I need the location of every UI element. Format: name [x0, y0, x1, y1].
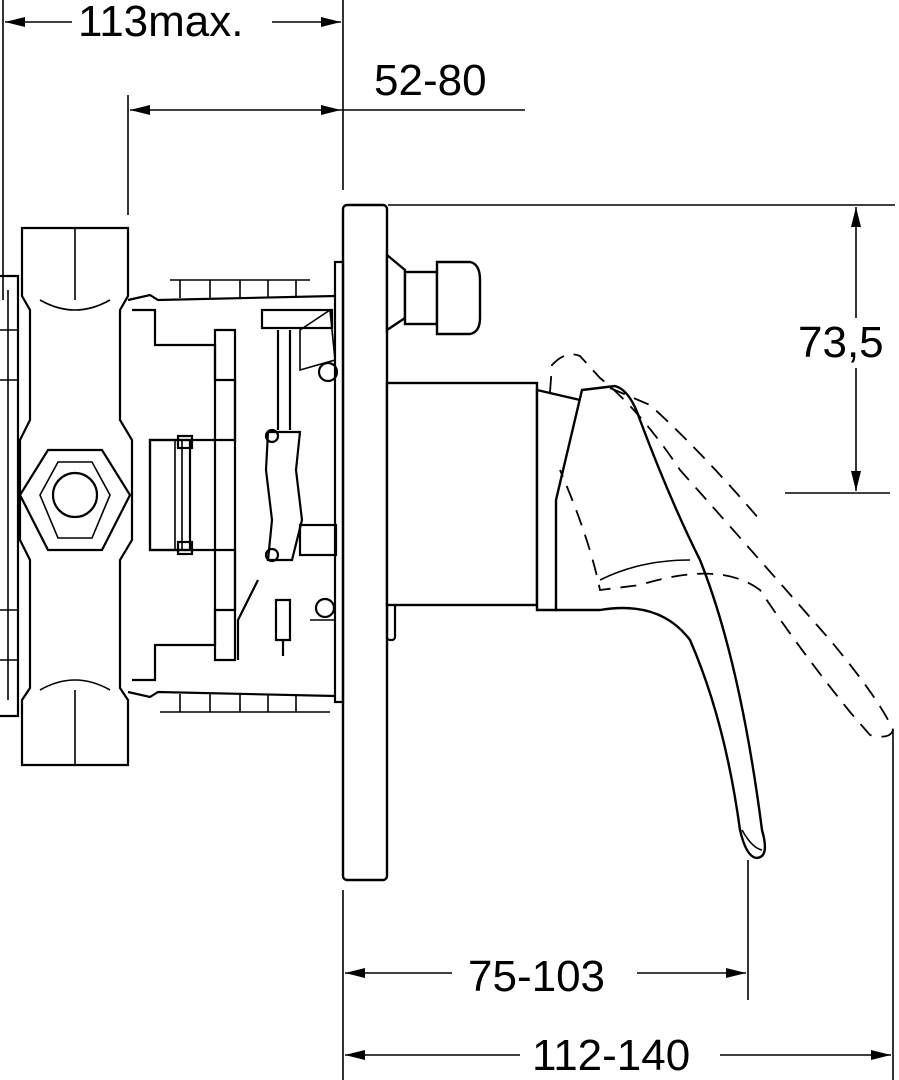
- top-ribs: [170, 279, 310, 298]
- dimension-height: 73,5: [798, 207, 884, 491]
- dim-label-lever-reach: 75-103: [468, 952, 605, 1001]
- dimension-wall-range: 52-80: [130, 56, 525, 115]
- dim-label-total-reach: 112-140: [532, 1031, 690, 1080]
- dimension-total-reach: 112-140: [345, 1031, 891, 1080]
- diverter-knob: [385, 252, 482, 336]
- dimension-lever-reach: 75-103: [345, 952, 746, 1001]
- cartridge-mechanism: [127, 279, 339, 713]
- dim-label-height: 73,5: [798, 318, 884, 367]
- dim-label-depth-max: 113max.: [78, 0, 244, 46]
- dim-label-wall-range: 52-80: [374, 56, 487, 105]
- lever-handle: [385, 353, 894, 860]
- dimension-depth-max: 113max.: [5, 0, 341, 46]
- concealed-valve-body: [0, 226, 134, 767]
- bottom-ribs: [160, 694, 330, 713]
